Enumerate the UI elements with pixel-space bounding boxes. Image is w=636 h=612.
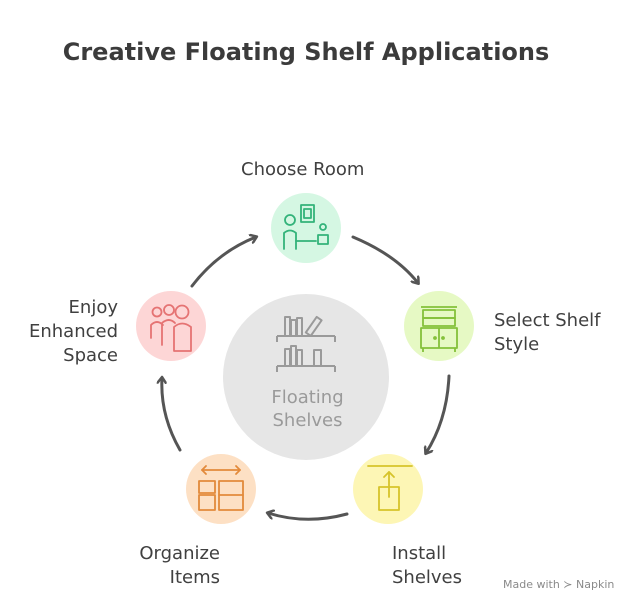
cabinet-icon bbox=[420, 306, 458, 352]
center-circle bbox=[223, 294, 389, 460]
center-label: Floating Shelves bbox=[271, 387, 344, 431]
step-circle-install-shelves bbox=[353, 454, 423, 524]
arrow-select-to-install bbox=[426, 374, 451, 453]
step-label-organize-items: Organize Items bbox=[139, 543, 220, 588]
made-with-napkin-watermark: Made with ≻ Napkin bbox=[503, 578, 615, 591]
step-label-install-shelves: Install Shelves bbox=[392, 543, 463, 588]
upload-arrow-icon bbox=[367, 465, 413, 511]
step-circle-enjoy-space bbox=[136, 291, 206, 361]
group-people-icon bbox=[150, 304, 192, 352]
step-label-choose-room: Choose Room bbox=[241, 159, 365, 180]
arrow-organize-to-enjoy bbox=[162, 378, 182, 452]
person-with-frame-icon bbox=[283, 204, 329, 250]
step-label-enjoy-space: Enjoy Enhanced Space bbox=[28, 297, 118, 366]
shelf-icon bbox=[276, 315, 336, 372]
arrow-choose-to-select bbox=[351, 235, 418, 283]
step-circle-choose-room bbox=[271, 193, 341, 263]
grid-layout-icon bbox=[198, 465, 244, 511]
step-label-select-shelf-style: Select Shelf Style bbox=[494, 310, 601, 355]
arrow-install-to-organize bbox=[268, 513, 349, 521]
step-circle-organize-items bbox=[186, 454, 256, 524]
arrow-enjoy-to-choose bbox=[190, 237, 256, 288]
diagram-title: Creative Floating Shelf Applications bbox=[62, 38, 550, 66]
